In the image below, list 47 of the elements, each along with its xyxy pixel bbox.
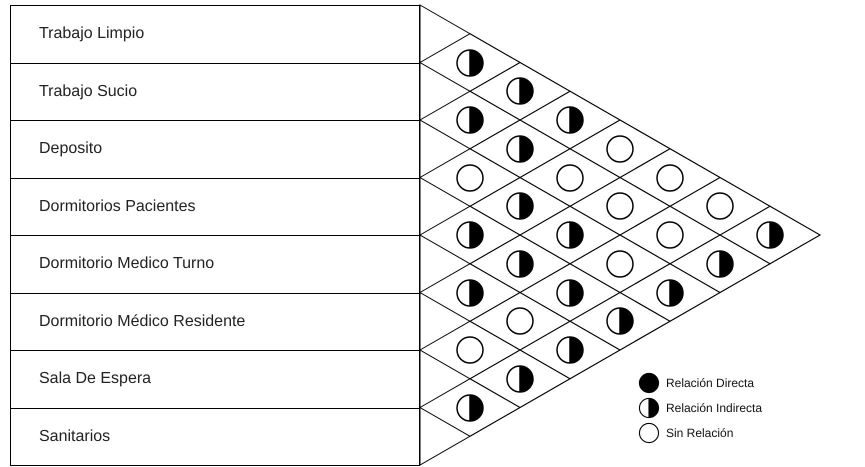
half-filled-circle-symbol: [455, 220, 485, 250]
half-filled-circle-symbol: [605, 306, 635, 336]
half-filled-circle-symbol: [505, 191, 535, 222]
half-filled-circle-symbol: [755, 220, 785, 250]
room-row-box: [10, 292, 420, 351]
room-name: Dormitorio Médico Residente: [39, 312, 246, 332]
half-filled-circle-symbol: [505, 76, 535, 106]
half-filled-circle-symbol: [505, 364, 535, 394]
empty-circle-symbol: [705, 191, 735, 222]
half-filled-circle-symbol: [555, 105, 585, 135]
room-row-box: [10, 5, 420, 64]
half-filled-circle-symbol: [555, 220, 585, 250]
half-filled-circle-symbol: [505, 134, 535, 164]
empty-circle-symbol: [605, 248, 635, 279]
room-row-box: [10, 120, 420, 178]
room-name: Dormitorio Medico Turno: [39, 254, 214, 274]
empty-circle-symbol: [455, 335, 485, 365]
room-name: Sanitarios: [39, 426, 110, 447]
room-name: Dormitorios Pacientes: [39, 196, 196, 217]
room-row-box: [10, 235, 420, 294]
empty-circle-symbol: [505, 306, 535, 336]
empty-circle-symbol: [605, 191, 635, 222]
half-filled-circle-symbol: [455, 278, 485, 308]
room-row-box: [10, 350, 420, 408]
room-row-box: [10, 408, 420, 466]
half-filled-circle-symbol: [555, 278, 585, 308]
room-name: Trabajo Limpio: [39, 24, 144, 44]
half-filled-circle-symbol: [455, 48, 485, 78]
room-name: Sala De Espera: [39, 369, 152, 390]
legend-label: Relación Indirecta: [666, 400, 762, 417]
half-filled-circle-symbol: [705, 248, 735, 279]
half-filled-circle-symbol: [505, 248, 535, 279]
room-row-box: [10, 178, 420, 236]
empty-circle-symbol: [655, 162, 685, 192]
half-filled-circle-symbol: [455, 105, 485, 135]
room-name: Trabajo Sucio: [39, 82, 138, 102]
legend-label: Sin Relación: [666, 425, 734, 442]
legend-label: Relación Directa: [666, 375, 754, 392]
room-row-box: [10, 62, 420, 121]
half-filled-circle-symbol: [455, 392, 485, 422]
half-filled-circle-symbol: [655, 278, 685, 308]
half-filled-circle-symbol: [555, 335, 585, 365]
empty-circle-symbol: [605, 134, 635, 164]
empty-circle-symbol: [555, 162, 585, 192]
empty-circle-symbol: [455, 162, 485, 192]
room-name: Deposito: [39, 139, 102, 160]
empty-circle-symbol: [655, 220, 685, 250]
